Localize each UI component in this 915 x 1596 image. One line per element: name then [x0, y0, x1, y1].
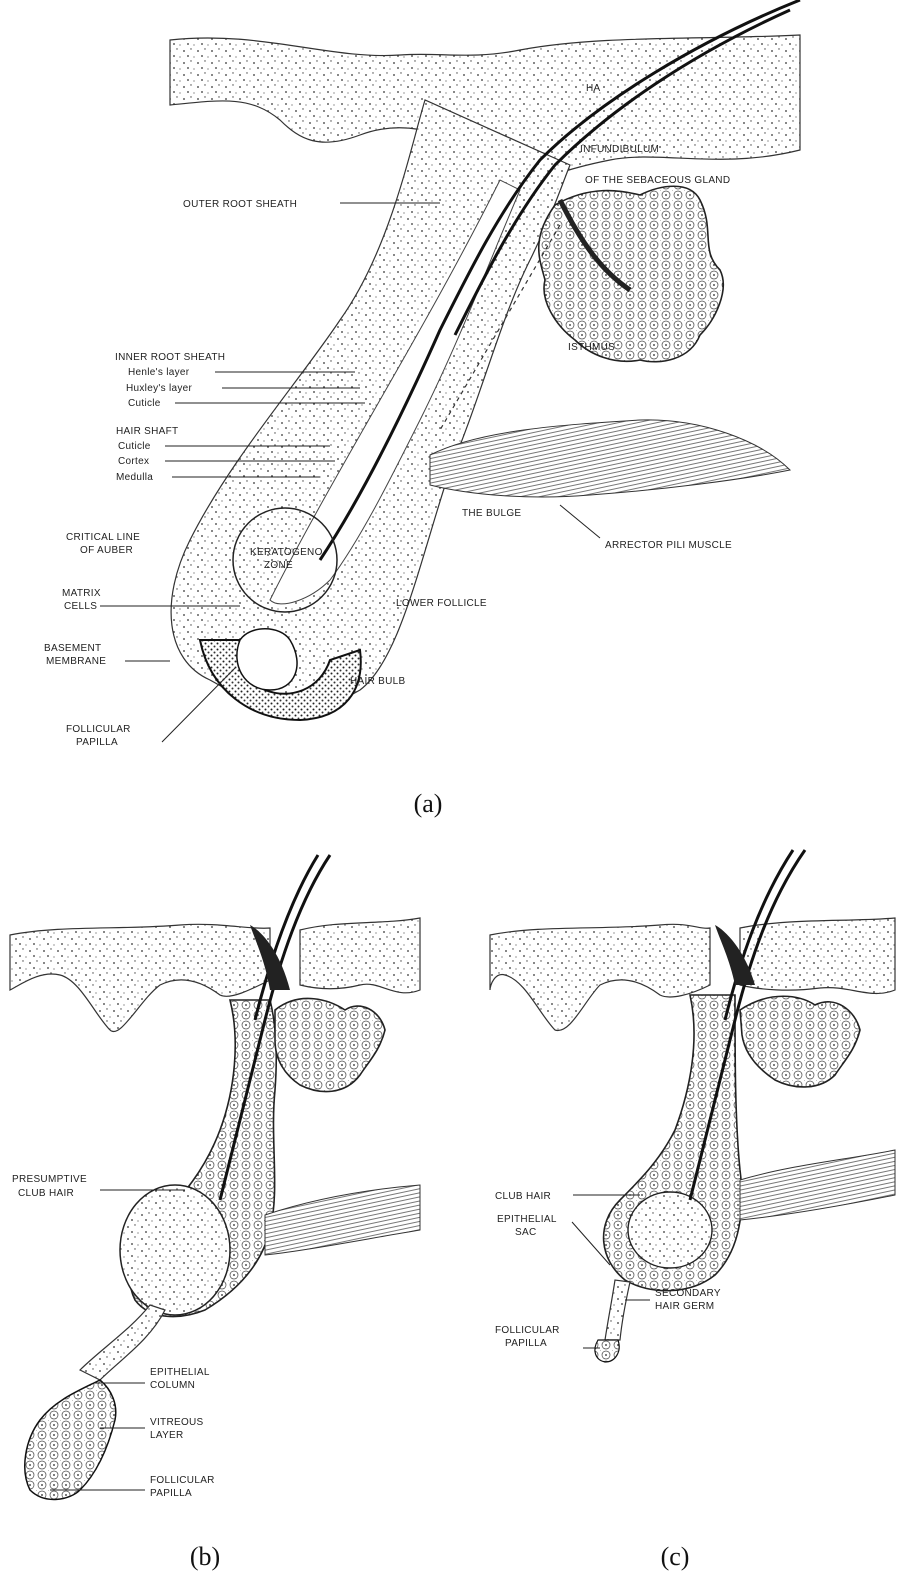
- label-cortex: Cortex: [118, 456, 149, 467]
- panel-c: CLUB HAIR EPITHELIAL SAC SECONDARY HAIR …: [490, 850, 895, 1571]
- sebaceous-gland-c: [740, 996, 860, 1087]
- label-follicular-papilla-a-2: PAPILLA: [76, 737, 118, 748]
- label-arrector-pili: ARRECTOR PILI MUSCLE: [605, 540, 732, 551]
- label-epithelial-sac-2: SAC: [515, 1227, 536, 1238]
- label-infundibulum: INFUNDIBULUM: [580, 144, 659, 155]
- label-presumptive-1: PRESUMPTIVE: [12, 1174, 87, 1185]
- caption-a: (a): [414, 789, 443, 818]
- label-keratogenous-2: ZONE: [264, 560, 293, 571]
- label-vitreous-2: LAYER: [150, 1430, 184, 1441]
- label-epithelial-column-1: EPITHELIAL: [150, 1367, 210, 1378]
- label-critical-line-2: OF AUBER: [80, 545, 133, 556]
- follicular-papilla-b: [25, 1380, 116, 1499]
- caption-b: (b): [190, 1542, 220, 1571]
- label-follicular-papilla-a-1: FOLLICULAR: [66, 724, 131, 735]
- label-vitreous-1: VITREOUS: [150, 1417, 204, 1428]
- epidermis-c: [490, 924, 710, 1030]
- follicular-papilla-a: [237, 629, 297, 690]
- panel-b: PRESUMPTIVE CLUB HAIR EPITHELIAL COLUMN …: [10, 855, 420, 1571]
- label-henle-layer: Henle's layer: [128, 367, 190, 378]
- label-lower-follicle: LOWER FOLLICLE: [396, 598, 487, 609]
- label-basement-1: BASEMENT: [44, 643, 101, 654]
- label-outer-root-sheath: OUTER ROOT SHEATH: [183, 199, 297, 210]
- club-hair-shape: [628, 1192, 712, 1268]
- label-sebaceous-gland: OF THE SEBACEOUS GLAND: [585, 175, 730, 186]
- label-matrix-1: MATRIX: [62, 588, 101, 599]
- label-hair-shaft: HAIR SHAFT: [116, 426, 178, 437]
- label-inner-root-sheath: INNER ROOT SHEATH: [115, 352, 225, 363]
- caption-c: (c): [661, 1542, 690, 1571]
- label-bulge: THE BULGE: [462, 508, 521, 519]
- arrector-pili-muscle-b: [265, 1185, 420, 1255]
- label-huxley-layer: Huxley's layer: [126, 383, 192, 394]
- label-basement-2: MEMBRANE: [46, 656, 106, 667]
- label-hs-cuticle: Cuticle: [118, 441, 151, 452]
- label-follicular-papilla-b-1: FOLLICULAR: [150, 1475, 215, 1486]
- label-medulla: Medulla: [116, 472, 153, 483]
- label-irs-cuticle: Cuticle: [128, 398, 161, 409]
- label-hair-canal: HA: [586, 83, 601, 94]
- label-secondary-germ-1: SECONDARY: [655, 1288, 721, 1299]
- label-keratogenous-1: KERATOGENO: [250, 547, 323, 558]
- secondary-hair-germ-c: [605, 1280, 630, 1340]
- label-epithelial-column-2: COLUMN: [150, 1380, 195, 1391]
- label-hair-bulb: HAIR BULB: [350, 676, 406, 687]
- panel-a: HA INFUNDIBULUM OF THE SEBACEOUS GLAND O…: [44, 0, 800, 818]
- label-isthmus: ISTHMUS: [568, 342, 615, 353]
- arrector-pili-muscle-c: [740, 1150, 895, 1220]
- follicular-papilla-c: [595, 1340, 619, 1362]
- presumptive-club-hair-shape: [120, 1185, 230, 1315]
- epidermis-b: [10, 924, 270, 1031]
- label-follicular-papilla-b-2: PAPILLA: [150, 1488, 192, 1499]
- label-matrix-2: CELLS: [64, 601, 97, 612]
- label-presumptive-2: CLUB HAIR: [18, 1188, 74, 1199]
- label-club-hair: CLUB HAIR: [495, 1191, 551, 1202]
- arrector-pili-muscle-a: [430, 420, 790, 497]
- epidermis-b-right: [300, 918, 420, 993]
- label-epithelial-sac-1: EPITHELIAL: [497, 1214, 557, 1225]
- label-secondary-germ-2: HAIR GERM: [655, 1301, 714, 1312]
- label-critical-line-1: CRITICAL LINE: [66, 532, 140, 543]
- label-follicular-papilla-c-2: PAPILLA: [505, 1338, 547, 1349]
- label-follicular-papilla-c-1: FOLLICULAR: [495, 1325, 560, 1336]
- sebaceous-gland-b: [275, 998, 385, 1091]
